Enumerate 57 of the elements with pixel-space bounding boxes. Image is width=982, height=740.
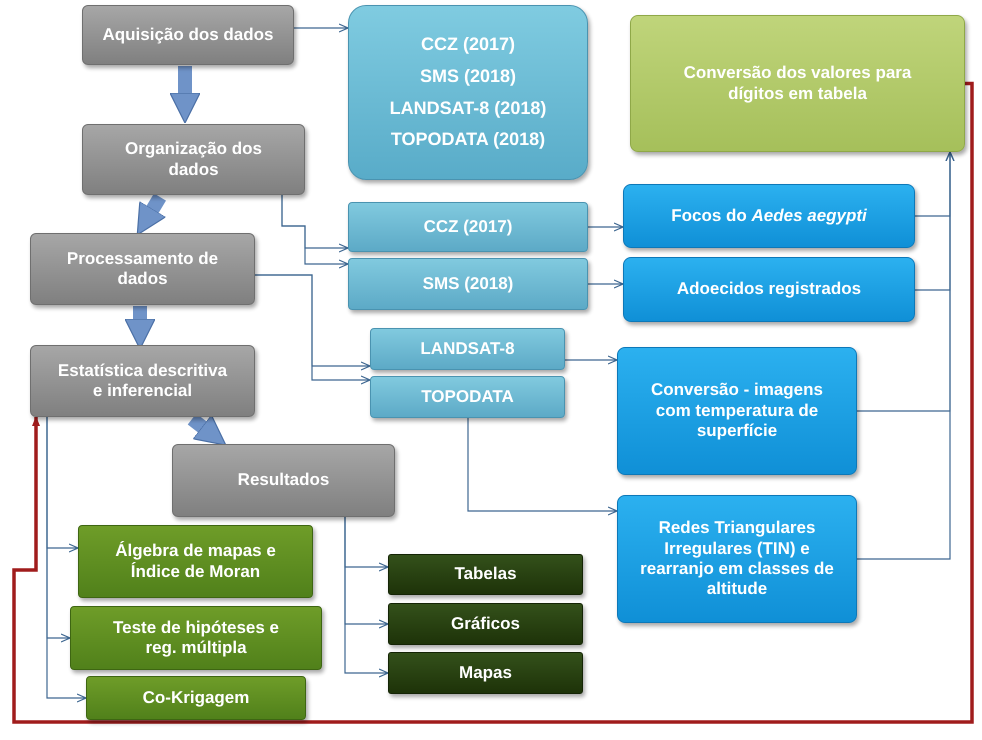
node-label: Estatística descritiva e inferencial [56,360,228,402]
arrow [12,82,974,724]
node-label: TOPODATA (2018) [390,129,546,151]
arrow [294,23,349,33]
data-source-box [348,202,588,252]
processing-box [623,184,915,248]
result-box [388,603,583,645]
node-label: LANDSAT-8 [420,338,515,360]
node-label: CCZ (2017) [420,34,516,56]
node-label: Focos do Aedes aegypti [671,206,867,226]
node-label: Gráficos [451,614,520,634]
node-label: Processamento de dados [66,248,220,290]
arrow [857,151,955,560]
node-label: LANDSAT-8 (2018) [390,98,546,120]
node-label: Adoecidos registrados [676,279,862,300]
arrow [281,195,349,269]
block-arrow [169,66,201,124]
arrow [344,517,389,678]
data-source-box [370,376,565,418]
node-label: Aquisição dos dados [102,24,274,46]
arrow [46,417,87,703]
method-box [70,606,322,670]
result-box [388,652,583,694]
arrow [467,418,618,516]
node-label: TOPODATA [421,386,514,408]
data-source-box [348,258,588,310]
processing-box [617,495,857,623]
process-box [30,345,255,417]
node-label: SMS (2018) [422,274,514,294]
node-label: Resultados [238,470,330,491]
node-label: Conversão dos valores para dígitos em tabela [682,63,912,104]
node-label: Redes Triangulares Irregulares (TIN) e rearranjo em classes de altitude [639,518,835,600]
node-label: Teste de hipóteses e reg. múltipla [112,618,280,658]
process-box [82,124,305,195]
node-label: Co-Krigagem [142,688,250,708]
arrow [565,355,618,365]
node-label: Tabelas [454,564,517,585]
processing-box [623,257,915,322]
node-label: Álgebra de mapas e Índice de Moran [114,541,277,582]
process-box [82,5,294,65]
node-label: Mapas [459,662,512,684]
process-box [172,444,395,517]
block-arrow [136,193,166,236]
node-label: CCZ (2017) [424,216,512,238]
output-box [630,15,965,152]
node-label: Organização dos dados [124,139,263,180]
method-box [86,676,306,720]
arrow [588,279,624,289]
arrow [588,222,624,232]
node-label: SMS (2018) [420,66,516,88]
processing-box [617,347,857,475]
result-box [388,554,583,595]
method-box [78,525,313,598]
node-label: Conversão - imagens com temperatura de superfície [650,380,824,442]
data-source-panel [348,5,588,180]
data-source-box [370,328,565,370]
process-box [30,233,255,305]
